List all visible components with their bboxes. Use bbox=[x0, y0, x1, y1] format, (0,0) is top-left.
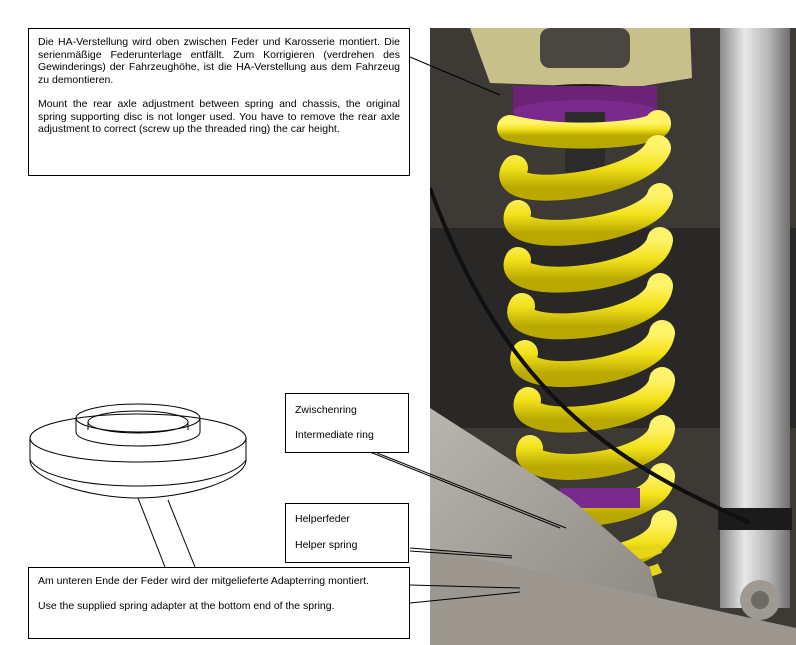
coilover-photo bbox=[430, 28, 796, 645]
callout-intermediate-german: Zwischenring bbox=[295, 404, 357, 416]
spring-adapter-drawing bbox=[29, 403, 247, 499]
callout-bottom-adapter: Am unteren Ende der Feder wird der mitge… bbox=[28, 567, 410, 639]
callout-bottom-english: Use the supplied spring adapter at the b… bbox=[38, 599, 335, 612]
callout-helper-spring: Helperfeder Helper spring bbox=[285, 503, 409, 563]
coilover-illustration bbox=[430, 28, 796, 645]
callout-intermediate-english: Intermediate ring bbox=[295, 428, 374, 441]
callout-helper-german: Helperfeder bbox=[295, 513, 350, 525]
callout-intermediate-ring: Zwischenring Intermediate ring bbox=[285, 393, 409, 453]
intermediate-ring bbox=[560, 488, 640, 508]
callout-bottom-german: Am unteren Ende der Feder wird der mitge… bbox=[38, 575, 369, 587]
callout-top-german: Die HA-Verstellung wird oben zwischen Fe… bbox=[38, 36, 400, 86]
callout-top-mounting: Die HA-Verstellung wird oben zwischen Fe… bbox=[28, 28, 410, 176]
callout-top-english: Mount the rear axle adjustment between s… bbox=[38, 98, 400, 135]
callout-helper-english: Helper spring bbox=[295, 538, 358, 551]
coil-spring bbox=[497, 110, 677, 575]
